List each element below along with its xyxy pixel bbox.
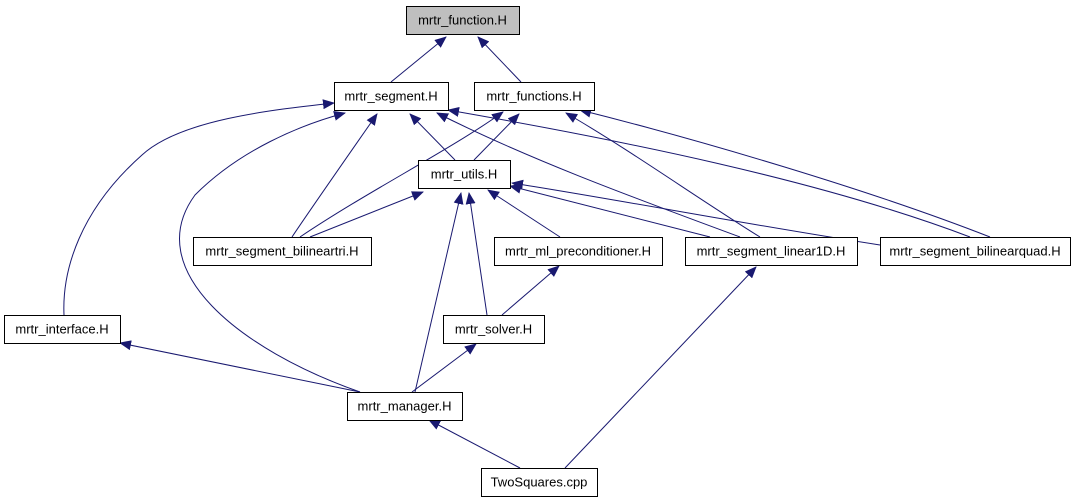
node-functions[interactable]: mrtr_functions.H [474, 82, 595, 111]
node-label: mrtr_manager.H [358, 399, 452, 414]
node-label: TwoSquares.cpp [491, 475, 588, 490]
edge-ml_prec-to-utils [487, 189, 561, 238]
edge-manager-to-utils [414, 192, 464, 393]
node-solver[interactable]: mrtr_solver.H [443, 315, 545, 344]
node-label: mrtr_ml_preconditioner.H [505, 244, 651, 259]
node-label: mrtr_functions.H [486, 89, 581, 104]
node-box [880, 237, 1071, 266]
node-box [443, 315, 545, 344]
edge-bilinearquad-to-functions [579, 107, 991, 238]
node-box [4, 315, 121, 344]
node-label: mrtr_segment_bilinearquad.H [889, 244, 1060, 259]
node-label: mrtr_segment.H [344, 89, 437, 104]
edge-functions-to-function [477, 36, 522, 83]
edge-bilineartri-to-segment [291, 113, 378, 238]
node-label: mrtr_segment_bilineartri.H [205, 244, 358, 259]
node-label: mrtr_interface.H [15, 322, 108, 337]
node-label: mrtr_solver.H [455, 322, 532, 337]
nodes-layer: mrtr_function.H mrtr_segment.H mrtr_functi… [4, 6, 1071, 497]
edge-linear1d-to-functions [565, 112, 761, 238]
node-box [481, 468, 598, 497]
node-function[interactable]: mrtr_function.H [406, 6, 520, 35]
edge-linear1d-to-segment [436, 112, 741, 238]
edge-utils-to-segment [409, 113, 456, 161]
node-box [334, 82, 449, 111]
node-box [685, 237, 858, 266]
node-box [347, 392, 463, 421]
node-box [418, 160, 511, 189]
edge-solver-to-ml_prec [501, 265, 560, 316]
node-utils[interactable]: mrtr_utils.H [418, 160, 511, 189]
edge-bilinearquad-to-segment [447, 106, 971, 238]
edge-interface-to-segment [63, 99, 335, 316]
node-box [474, 82, 595, 111]
edge-utils-to-functions [473, 113, 520, 161]
node-segment[interactable]: mrtr_segment.H [334, 82, 449, 111]
node-manager[interactable]: mrtr_manager.H [347, 392, 463, 421]
edges-layer [63, 36, 991, 469]
node-bilineartri[interactable]: mrtr_segment_bilineartri.H [193, 237, 372, 266]
edge-solver-to-utils [465, 192, 488, 316]
node-twosquares[interactable]: TwoSquares.cpp [481, 468, 598, 497]
edge-linear1d-to-utils [509, 183, 711, 238]
node-ml_prec[interactable]: mrtr_ml_preconditioner.H [494, 237, 663, 266]
edge-bilineartri-to-functions [299, 111, 504, 238]
edge-twosquares-to-linear1d [564, 266, 757, 469]
edge-bilineartri-to-utils [309, 191, 424, 238]
node-label: mrtr_utils.H [431, 167, 497, 182]
node-label: mrtr_function.H [418, 13, 507, 28]
edge-segment-to-function [390, 36, 447, 83]
edge-manager-to-segment [179, 111, 361, 393]
edge-manager-to-solver [411, 343, 477, 393]
node-box [494, 237, 663, 266]
edge-bilinearquad-to-utils [511, 179, 881, 246]
node-linear1d[interactable]: mrtr_segment_linear1D.H [685, 237, 858, 266]
node-label: mrtr_segment_linear1D.H [697, 244, 846, 259]
edge-twosquares-to-manager [428, 419, 521, 469]
node-interface[interactable]: mrtr_interface.H [4, 315, 121, 344]
node-box [193, 237, 372, 266]
edge-manager-to-interface [119, 340, 361, 393]
node-bilinearquad[interactable]: mrtr_segment_bilinearquad.H [880, 237, 1071, 266]
node-box [406, 6, 520, 35]
